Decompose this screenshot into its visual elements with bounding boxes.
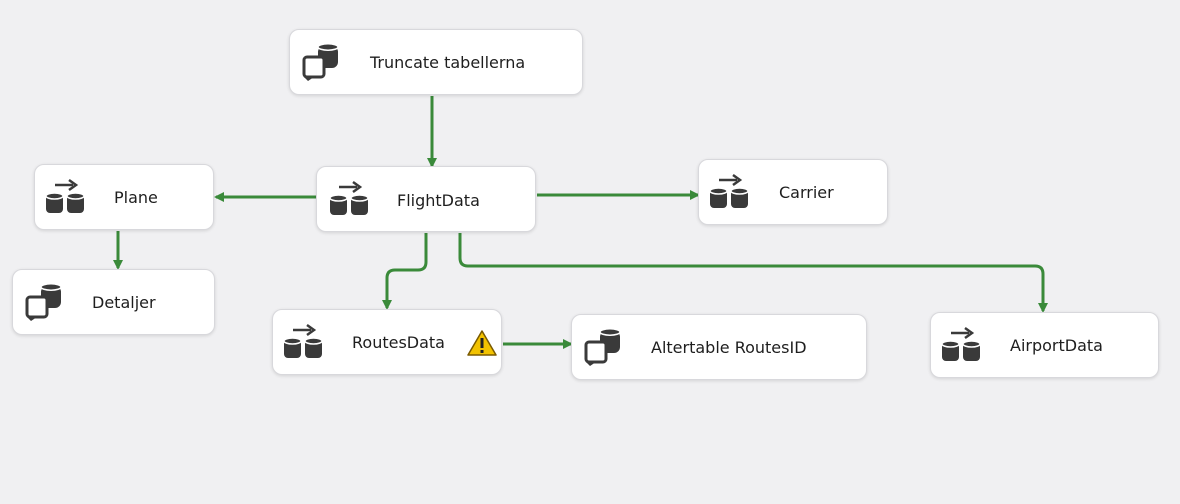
warning-icon[interactable] (467, 330, 497, 356)
connector-flightdata-to-airportdata (458, 233, 1048, 313)
data-flow-icon (941, 325, 981, 365)
sql-task-icon (584, 327, 624, 367)
sql-task-icon (25, 282, 65, 322)
task-label: AirportData (1010, 336, 1103, 355)
sql-task-icon (302, 42, 342, 82)
task-routesdata[interactable]: RoutesData (272, 309, 502, 375)
task-label: RoutesData (352, 333, 445, 352)
task-label: Detaljer (92, 293, 156, 312)
connector-flightdata-to-routesdata (382, 233, 428, 310)
task-truncate-tabellerna[interactable]: Truncate tabellerna (289, 29, 583, 95)
task-label: Truncate tabellerna (370, 53, 526, 72)
task-label: FlightData (397, 191, 480, 210)
task-carrier[interactable]: Carrier (698, 159, 888, 225)
task-airportdata[interactable]: AirportData (930, 312, 1159, 378)
task-label: Carrier (779, 183, 834, 202)
task-detaljer[interactable]: Detaljer (12, 269, 215, 335)
task-label: Altertable RoutesID (651, 338, 807, 357)
data-flow-icon (283, 322, 323, 362)
task-flightdata[interactable]: FlightData (316, 166, 536, 232)
data-flow-icon (329, 179, 369, 219)
task-plane[interactable]: Plane (34, 164, 214, 230)
data-flow-icon (45, 177, 85, 217)
task-altertable-routesid[interactable]: Altertable RoutesID (571, 314, 867, 380)
data-flow-icon (709, 172, 749, 212)
task-label: Plane (114, 188, 158, 207)
